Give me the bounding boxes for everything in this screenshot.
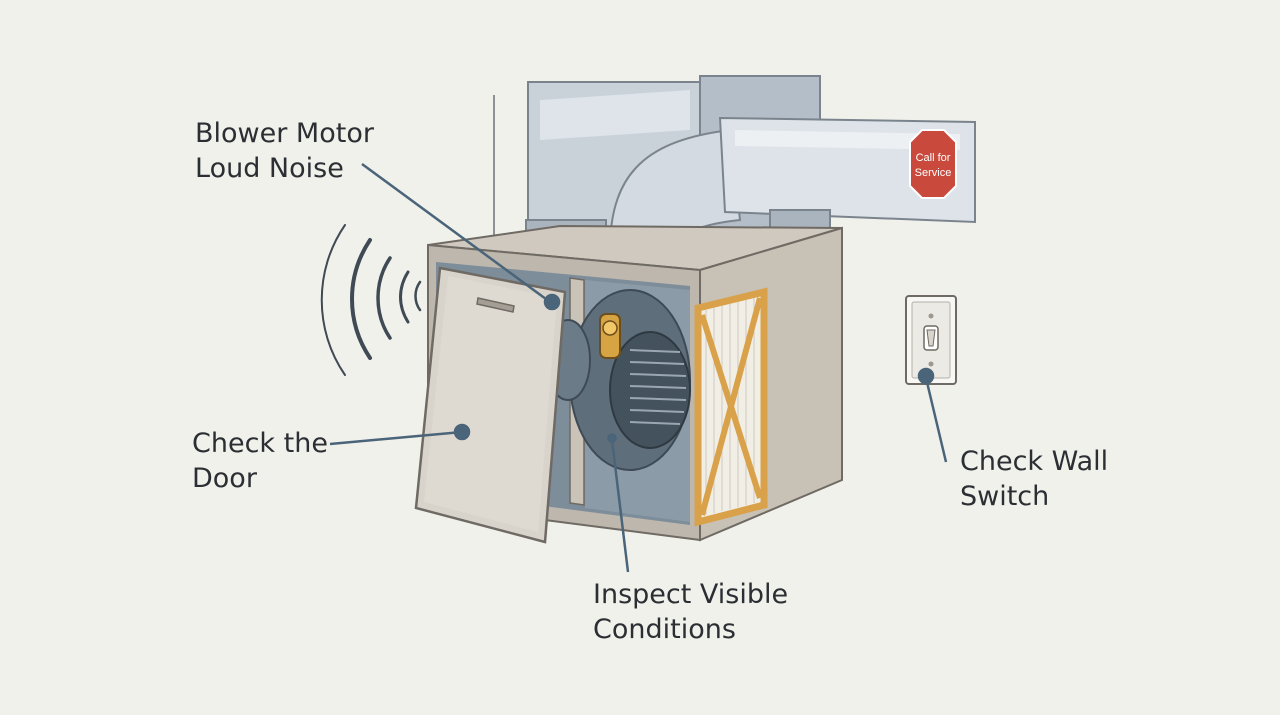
- inspect-leader-dot: [607, 433, 617, 443]
- air-filter: [694, 287, 768, 527]
- callout-switch-line2: Switch: [960, 481, 1050, 512]
- door-leader-dot: [453, 423, 471, 441]
- callout-door-line2: Door: [192, 463, 257, 494]
- callout-door-line1: Check the: [192, 428, 328, 459]
- callout-leaders: [329, 162, 948, 573]
- inspect-leader: [610, 439, 630, 573]
- switch-leader: [924, 377, 948, 463]
- sign-text-line2: Service: [915, 167, 952, 179]
- noise-waves: [320, 224, 422, 376]
- callout-check-wall-switch: Check Wall Switch: [960, 444, 1108, 514]
- blower-leader: [361, 162, 551, 304]
- callout-check-door: Check the Door: [192, 426, 328, 496]
- switch-leader-dot: [917, 367, 935, 385]
- blower-leader-dot: [543, 293, 561, 311]
- callout-inspect-line1: Inspect Visible: [593, 579, 789, 610]
- furnace-door-panel: [414, 266, 567, 544]
- callout-inspect-conditions: Inspect Visible Conditions: [593, 577, 788, 647]
- door-leader: [329, 430, 463, 446]
- sign-text-line1: Call for: [916, 152, 951, 164]
- blower-assembly: [545, 289, 691, 471]
- wall-switch: [905, 295, 957, 385]
- call-for-service-sign: Call for Service: [909, 129, 957, 199]
- callout-inspect-line2: Conditions: [593, 614, 736, 645]
- callout-blower-motor: Blower Motor Loud Noise: [195, 116, 374, 186]
- callout-switch-line1: Check Wall: [960, 446, 1109, 477]
- callout-blower-line2: Loud Noise: [195, 153, 344, 184]
- callout-blower-line1: Blower Motor: [195, 118, 374, 149]
